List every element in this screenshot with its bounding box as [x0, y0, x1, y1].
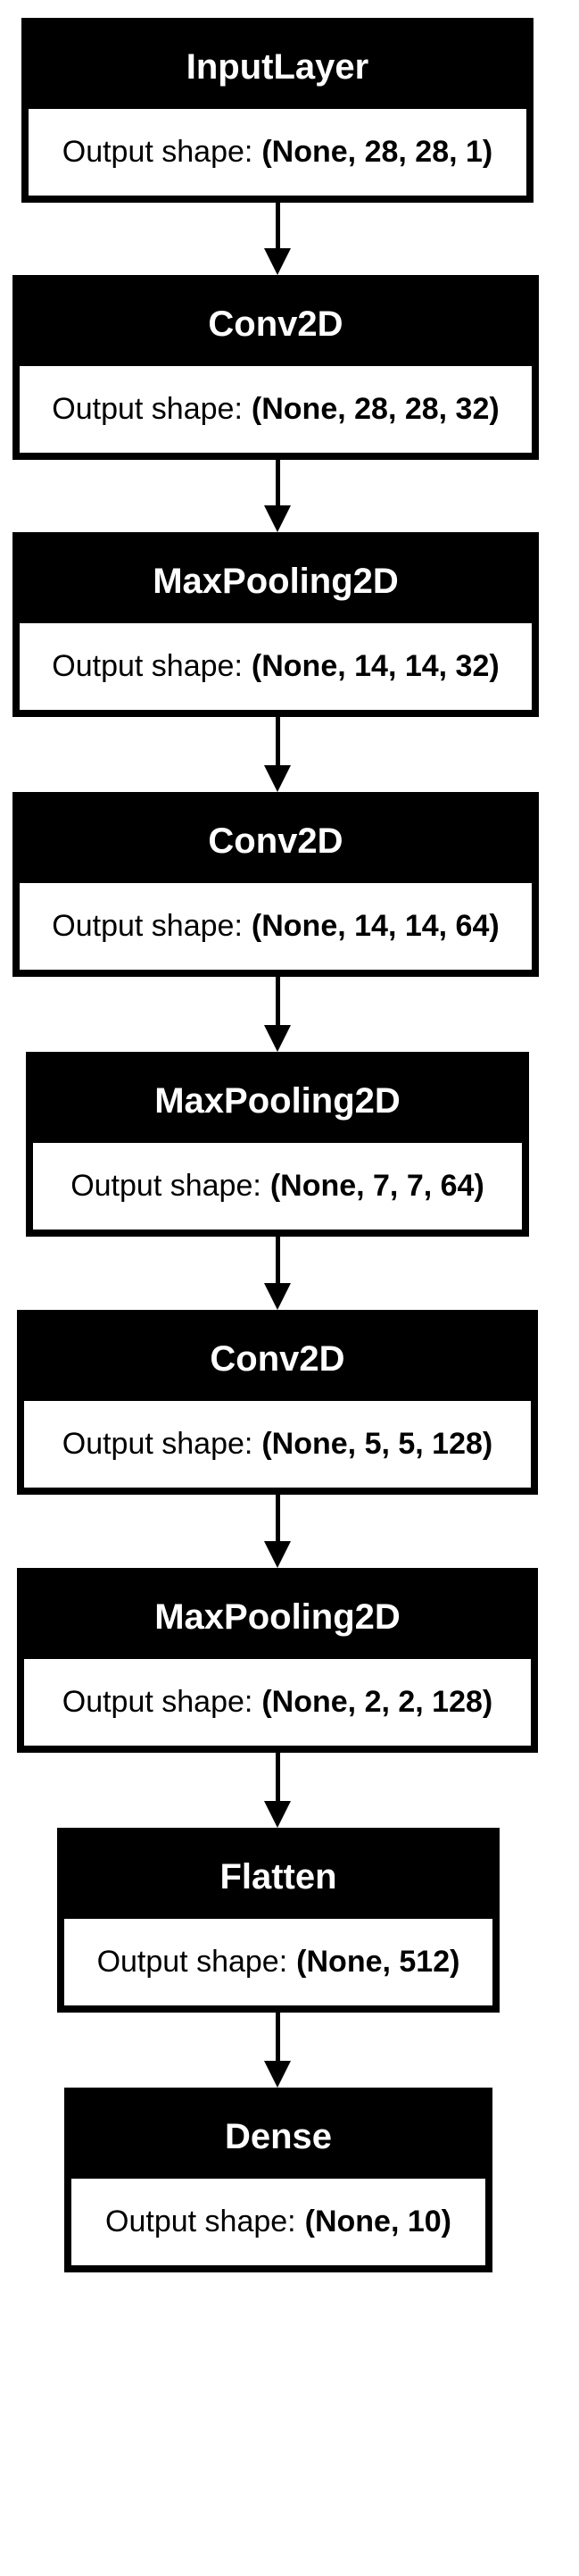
layer-box-maxpooling2d-3: MaxPooling2D Output shape: (None, 2, 2, … [17, 1568, 538, 1753]
layer-box-conv2d-2: Conv2D Output shape: (None, 14, 14, 64) [12, 792, 539, 977]
layer-box-conv2d-3: Conv2D Output shape: (None, 5, 5, 128) [17, 1310, 538, 1495]
output-shape-label: Output shape: [52, 392, 243, 426]
flow-arrow [264, 460, 291, 532]
layer-output-shape: Output shape: (None, 10) [71, 2179, 485, 2265]
layer-box-conv2d-1: Conv2D Output shape: (None, 28, 28, 32) [12, 275, 539, 460]
flow-arrow [264, 203, 291, 275]
output-shape-value: (None, 28, 28, 1) [261, 135, 493, 169]
output-shape-label: Output shape: [52, 909, 243, 943]
layer-output-shape: Output shape: (None, 5, 5, 128) [24, 1401, 531, 1488]
layer-name: Dense [71, 2095, 485, 2179]
output-shape-label: Output shape: [52, 649, 243, 683]
layer-name: InputLayer [29, 25, 526, 109]
output-shape-value: (None, 2, 2, 128) [261, 1685, 493, 1719]
output-shape-label: Output shape: [105, 2205, 296, 2238]
output-shape-value: (None, 512) [296, 1945, 460, 1979]
layer-output-shape: Output shape: (None, 512) [64, 1919, 492, 2005]
output-shape-value: (None, 7, 7, 64) [269, 1169, 484, 1203]
output-shape-value: (None, 10) [304, 2205, 451, 2238]
flow-arrow [264, 1753, 291, 1828]
flow-arrow [264, 1237, 291, 1310]
layer-name: Conv2D [20, 282, 532, 366]
layer-box-maxpooling2d-1: MaxPooling2D Output shape: (None, 14, 14… [12, 532, 539, 717]
layer-name: MaxPooling2D [33, 1059, 522, 1143]
layer-name: MaxPooling2D [24, 1575, 531, 1659]
layer-output-shape: Output shape: (None, 7, 7, 64) [33, 1143, 522, 1230]
output-shape-label: Output shape: [70, 1169, 261, 1203]
layer-output-shape: Output shape: (None, 28, 28, 1) [29, 109, 526, 196]
output-shape-label: Output shape: [96, 1945, 288, 1979]
layer-name: MaxPooling2D [20, 539, 532, 623]
output-shape-value: (None, 28, 28, 32) [251, 392, 500, 426]
output-shape-label: Output shape: [62, 135, 253, 169]
layer-name: Conv2D [24, 1317, 531, 1401]
layer-output-shape: Output shape: (None, 14, 14, 32) [20, 623, 532, 710]
flow-arrow [264, 977, 291, 1052]
layer-box-inputlayer: InputLayer Output shape: (None, 28, 28, … [21, 18, 534, 203]
flow-arrow [264, 2013, 291, 2088]
flow-arrow [264, 717, 291, 792]
layer-box-flatten: Flatten Output shape: (None, 512) [57, 1828, 500, 2013]
layer-output-shape: Output shape: (None, 2, 2, 128) [24, 1659, 531, 1746]
layer-box-dense: Dense Output shape: (None, 10) [64, 2088, 492, 2272]
layer-output-shape: Output shape: (None, 28, 28, 32) [20, 366, 532, 453]
layer-box-maxpooling2d-2: MaxPooling2D Output shape: (None, 7, 7, … [26, 1052, 529, 1237]
layer-output-shape: Output shape: (None, 14, 14, 64) [20, 883, 532, 970]
layer-name: Conv2D [20, 799, 532, 883]
output-shape-label: Output shape: [62, 1685, 253, 1719]
layer-name: Flatten [64, 1835, 492, 1919]
flow-arrow [264, 1495, 291, 1568]
output-shape-value: (None, 14, 14, 32) [251, 649, 500, 683]
output-shape-label: Output shape: [62, 1427, 253, 1461]
output-shape-value: (None, 14, 14, 64) [251, 909, 500, 943]
output-shape-value: (None, 5, 5, 128) [261, 1427, 493, 1461]
